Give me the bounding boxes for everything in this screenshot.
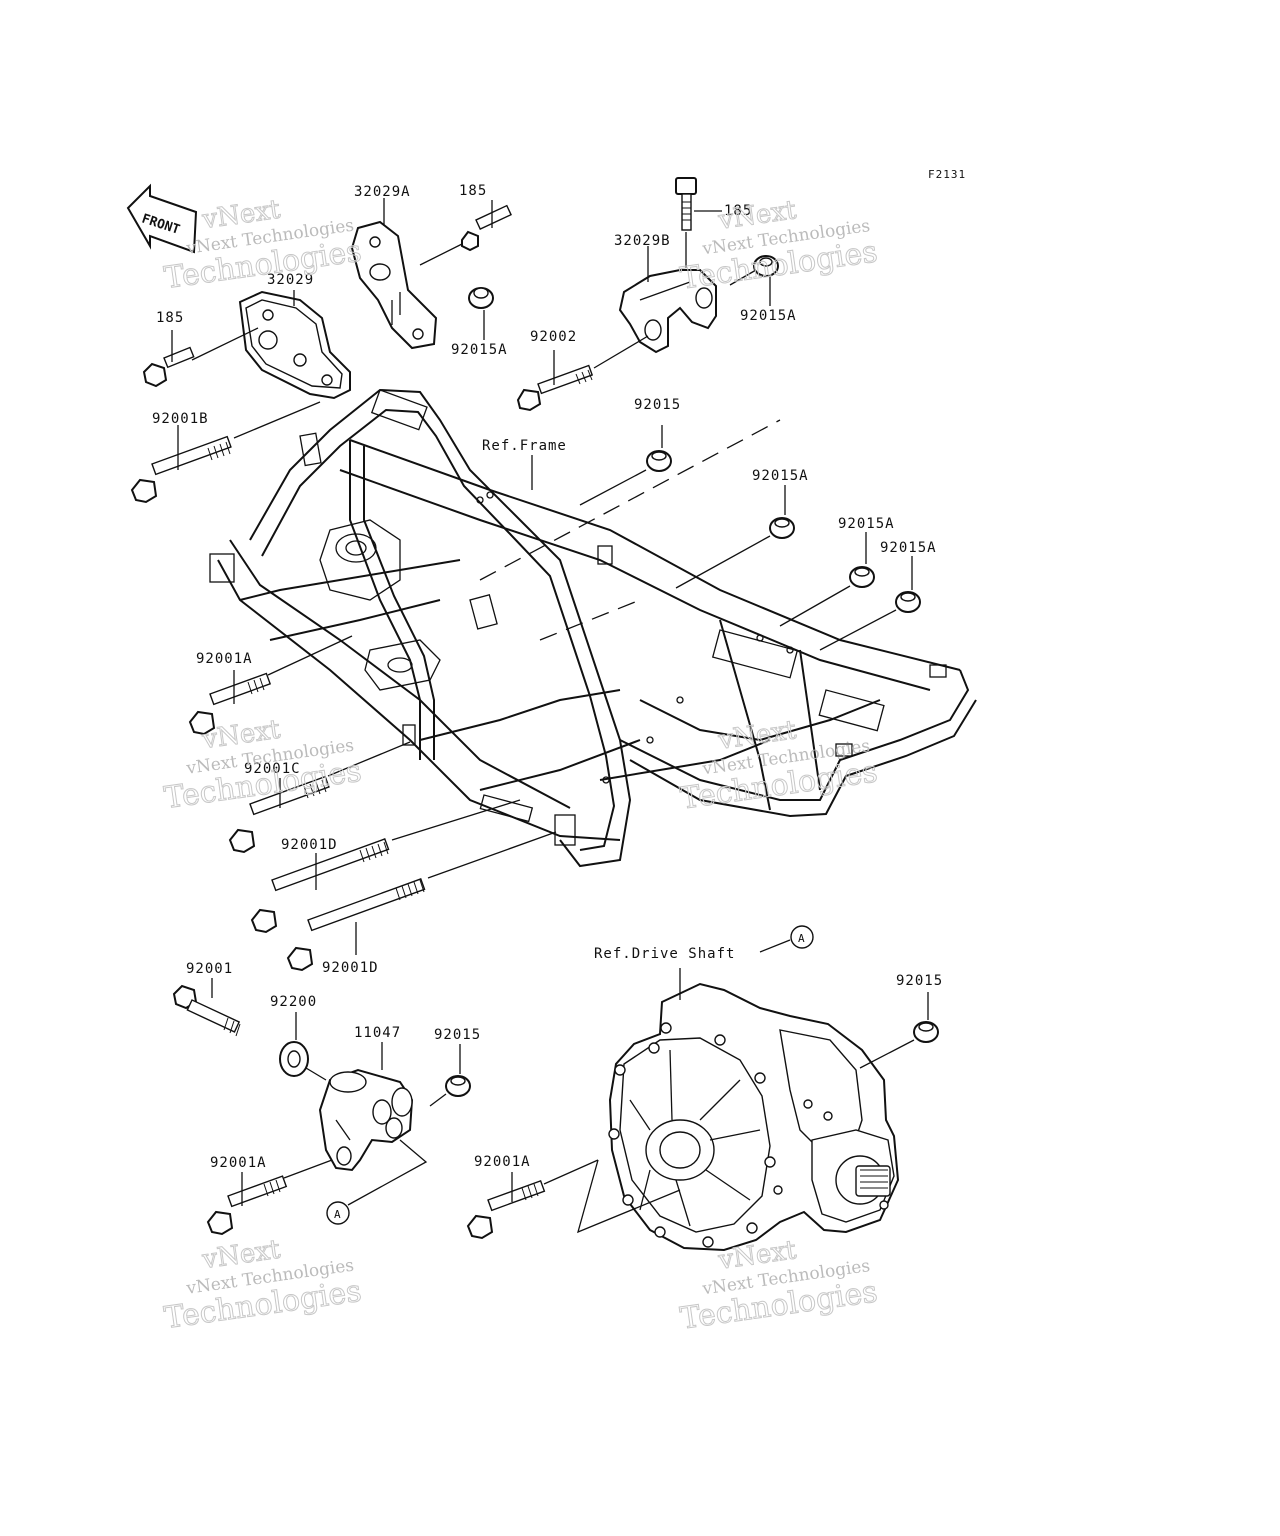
bolt-92001D-upper	[250, 838, 390, 934]
nut-92015-lower	[445, 1075, 471, 1097]
label-92001A-lower-right: 92001A	[474, 1154, 531, 1170]
bolt-92001A-lower-right	[466, 1179, 546, 1240]
figure-code: F2131	[928, 168, 966, 181]
watermark-bottom-left: vNext vNext Technologies Technologies	[162, 1234, 364, 1336]
frame	[209, 388, 977, 868]
label-185-right: 185	[724, 203, 752, 219]
label-92001B: 92001B	[152, 411, 209, 427]
label-11047: 11047	[354, 1025, 401, 1041]
washer-92200	[279, 1041, 309, 1077]
nut-92015A-top	[468, 287, 494, 309]
bolt-92001D-lower	[286, 878, 426, 972]
drive-shaft-housing	[608, 982, 900, 1252]
label-92001C: 92001C	[244, 761, 301, 777]
nut-92015A-2	[849, 566, 875, 588]
label-92001: 92001	[186, 961, 233, 977]
bolt-185-top	[461, 204, 512, 252]
callout-a-right: A	[790, 925, 814, 949]
label-92015A-top: 92015A	[451, 342, 508, 358]
label-32029A: 32029A	[354, 184, 411, 200]
bolt-185-left	[142, 346, 195, 388]
label-92001A-mid: 92001A	[196, 651, 253, 667]
nut-92015-frame	[646, 450, 672, 472]
bolt-92001A-lower-left	[206, 1175, 288, 1236]
label-185-left: 185	[156, 310, 184, 326]
bracket-32029	[238, 290, 351, 400]
nut-92015A-right	[753, 255, 779, 277]
label-185-top: 185	[459, 183, 487, 199]
watermark-top-left: vNext vNext Technologies Technologies	[162, 194, 364, 296]
bolt-185-right	[675, 177, 697, 231]
bolt-92001C	[228, 775, 330, 854]
bolt-92002	[516, 364, 594, 412]
label-32029B: 32029B	[614, 233, 671, 249]
label-92015-lower: 92015	[434, 1027, 481, 1043]
label-92001D-lower: 92001D	[322, 960, 379, 976]
bolt-92001	[172, 984, 241, 1037]
bracket-32029B	[618, 269, 717, 354]
watermark-top-right: vNext vNext Technologies Technologies	[678, 195, 880, 297]
nut-92015A-3	[895, 591, 921, 613]
label-92015-drive: 92015	[896, 973, 943, 989]
label-92001D-upper: 92001D	[281, 837, 338, 853]
callout-a-right-text: A	[798, 932, 806, 945]
label-32029: 32029	[267, 272, 314, 288]
label-92002: 92002	[530, 329, 577, 345]
front-arrow-icon: FRONT	[126, 183, 198, 254]
bolt-92001B	[130, 435, 232, 504]
label-ref-frame: Ref.Frame	[482, 438, 567, 454]
label-92015-frame: 92015	[634, 397, 681, 413]
nut-92015-drive	[913, 1021, 939, 1043]
watermark-mid-left: vNext vNext Technologies Technologies	[162, 714, 364, 816]
label-92001A-lower-left: 92001A	[210, 1155, 267, 1171]
nut-92015A-1	[769, 517, 795, 539]
bracket-32029A	[350, 220, 438, 350]
label-92200: 92200	[270, 994, 317, 1010]
callout-a-left: A	[326, 1201, 350, 1225]
bracket-11047	[318, 1068, 414, 1172]
label-92015A-3: 92015A	[880, 540, 937, 556]
label-ref-drive-shaft: Ref.Drive Shaft	[594, 946, 735, 962]
bolt-92001A-mid	[188, 672, 272, 736]
callout-a-left-text: A	[334, 1208, 342, 1221]
label-92015A-top-right: 92015A	[740, 308, 797, 324]
watermark-mid-right: vNext vNext Technologies Technologies	[678, 715, 880, 817]
label-92015A-1: 92015A	[752, 468, 809, 484]
label-92015A-2: 92015A	[838, 516, 895, 532]
